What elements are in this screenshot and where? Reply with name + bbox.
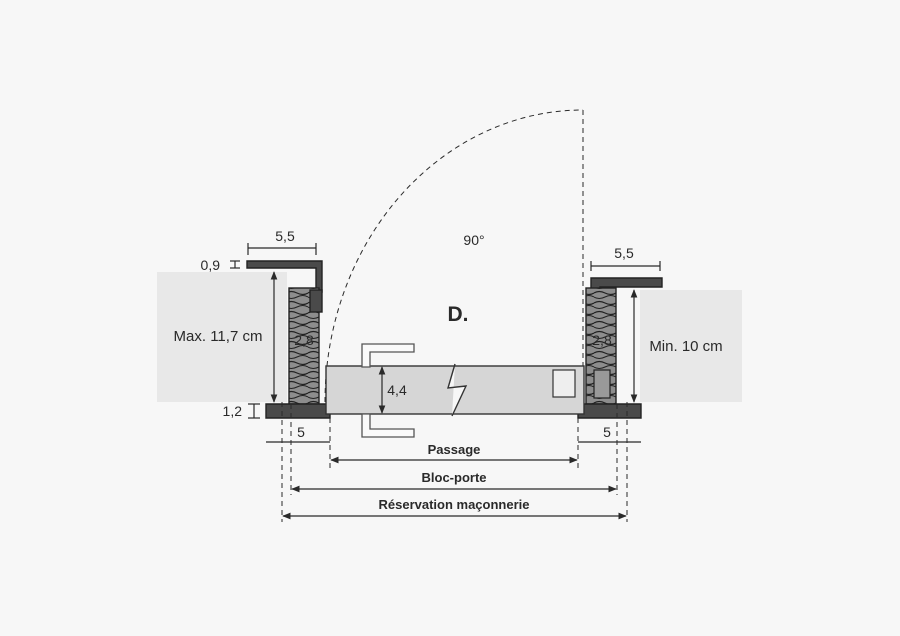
left-cover-thickness-label: 0,9	[201, 257, 221, 273]
left-bottom-thickness-label: 1,2	[223, 403, 243, 419]
right-wall	[640, 290, 742, 402]
break-line	[447, 363, 468, 417]
passage-label: Passage	[428, 442, 481, 457]
right-wall-thickness-label: Min. 10 cm	[649, 338, 722, 355]
section-letter: D.	[448, 303, 469, 326]
right-hinge	[593, 369, 611, 399]
right-jamb-width-label: 2,8	[592, 332, 612, 348]
left-wall-thickness-label: Max. 11,7 cm	[174, 328, 263, 345]
leaf-thickness-label: 4,4	[387, 382, 407, 398]
right-top-width-label: 5,5	[614, 245, 634, 261]
left-rebate	[309, 289, 323, 313]
right-bottom-moulding	[577, 403, 642, 419]
door-swing-arc	[324, 109, 584, 403]
handle-bottom	[361, 413, 415, 438]
left-wall	[157, 272, 287, 402]
left-bottom-width-label: 5	[297, 424, 305, 440]
handle-top	[361, 343, 415, 368]
reservation-label: Réservation maçonnerie	[378, 497, 529, 512]
right-bottom-width-label: 5	[603, 424, 611, 440]
left-jamb-width-label: 2,8	[294, 332, 314, 348]
bloc-porte-label: Bloc-porte	[422, 470, 487, 485]
door-latch	[552, 369, 576, 398]
left-bottom-moulding	[265, 403, 331, 419]
left-frame	[246, 260, 331, 419]
left-top-width-label: 5,5	[275, 228, 295, 244]
right-frame	[577, 277, 663, 419]
angle-label: 90°	[463, 232, 484, 248]
